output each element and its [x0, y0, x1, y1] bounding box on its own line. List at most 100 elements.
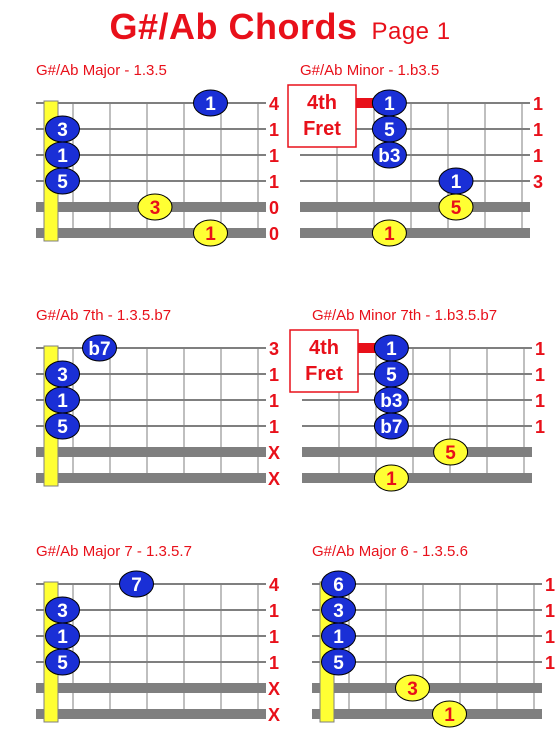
- finger-number: 1: [533, 94, 543, 114]
- note-dot: [395, 674, 430, 702]
- string-line: [312, 583, 542, 585]
- string-line: [36, 661, 266, 663]
- string-line: [302, 447, 532, 457]
- chord-title: G#/Ab Minor - 1.b3.5: [300, 62, 440, 79]
- note-label: 5: [451, 198, 462, 219]
- string-line: [300, 180, 530, 182]
- string-line: [312, 609, 542, 611]
- note-label: 5: [57, 653, 68, 674]
- finger-number: X: [268, 679, 280, 699]
- note-label: 5: [57, 417, 68, 438]
- finger-number: 1: [269, 417, 279, 437]
- string-line: [312, 635, 542, 637]
- note-label: b3: [378, 146, 400, 167]
- note-label: b3: [380, 391, 402, 412]
- string-line: [300, 128, 530, 130]
- note-label: b7: [380, 417, 402, 438]
- finger-number: 4: [269, 94, 279, 114]
- string-line: [36, 635, 266, 637]
- note-dot: [433, 438, 469, 466]
- finger-number: X: [268, 705, 280, 725]
- finger-number: 3: [533, 172, 543, 192]
- page-number-label: Page 1: [371, 18, 451, 45]
- string-line: [36, 228, 266, 238]
- note-label: 1: [451, 172, 462, 193]
- string-line: [302, 347, 532, 349]
- finger-number: 1: [269, 627, 279, 647]
- string-line: [300, 102, 530, 104]
- note-dot: [45, 648, 80, 676]
- note-dot: [371, 141, 407, 169]
- chord-title: G#/Ab Minor 7th - 1.b3.5.b7: [312, 307, 498, 324]
- string-line: [36, 154, 266, 156]
- finger-number: 1: [535, 365, 545, 385]
- fret-marker-box: [287, 84, 357, 148]
- note-dot: [193, 89, 228, 117]
- note-label: 3: [333, 601, 344, 622]
- finger-number: 1: [533, 120, 543, 140]
- note-dot: [321, 648, 356, 676]
- note-dot: [193, 219, 228, 247]
- string-line: [36, 683, 266, 693]
- string-line: [36, 447, 266, 457]
- finger-number: 1: [269, 365, 279, 385]
- fret-marker-label: Fret: [303, 118, 341, 140]
- note-label: 6: [333, 575, 344, 596]
- finger-number: 1: [533, 146, 543, 166]
- note-label: 1: [57, 391, 68, 412]
- string-line: [36, 180, 266, 182]
- page-title: G#/Ab Chords Page 1: [0, 6, 560, 48]
- note-label: 1: [444, 705, 455, 726]
- note-label: b7: [88, 339, 110, 360]
- finger-number: 4: [269, 575, 279, 595]
- string-line: [300, 202, 530, 212]
- note-label: 7: [131, 575, 142, 596]
- note-label: 1: [333, 627, 344, 648]
- finger-number: 0: [269, 198, 279, 218]
- finger-number: 3: [269, 339, 279, 359]
- string-line: [312, 661, 542, 663]
- chord-title: G#/Ab Major 6 - 1.3.5.6: [312, 543, 468, 560]
- finger-number: X: [268, 469, 280, 489]
- note-label: 3: [57, 365, 68, 386]
- note-dot: [432, 700, 467, 728]
- string-line: [300, 154, 530, 156]
- page-title-text: G#/Ab Chords: [109, 6, 358, 47]
- finger-number: 1: [269, 172, 279, 192]
- note-label: 5: [57, 172, 68, 193]
- fret-marker-label: 4th: [307, 92, 337, 114]
- finger-number: 0: [269, 224, 279, 244]
- note-dot: [371, 219, 407, 247]
- finger-number: 1: [269, 146, 279, 166]
- note-dot: [119, 570, 154, 598]
- string-line: [36, 102, 266, 104]
- finger-number: 1: [535, 417, 545, 437]
- note-label: 5: [386, 365, 397, 386]
- note-dot: [45, 167, 80, 195]
- string-line: [36, 128, 266, 130]
- string-line: [36, 609, 266, 611]
- note-dot: [137, 193, 173, 221]
- note-label: 1: [384, 224, 395, 245]
- note-label: 3: [57, 601, 68, 622]
- finger-number: 1: [545, 575, 555, 595]
- note-label: 1: [384, 94, 395, 115]
- note-label: 1: [57, 627, 68, 648]
- note-dot: [82, 334, 117, 362]
- note-label: 3: [57, 120, 68, 141]
- finger-number: 1: [535, 339, 545, 359]
- finger-number: X: [268, 443, 280, 463]
- note-label: 1: [205, 224, 216, 245]
- note-label: 1: [57, 146, 68, 167]
- finger-number: 1: [545, 653, 555, 673]
- string-line: [302, 425, 532, 427]
